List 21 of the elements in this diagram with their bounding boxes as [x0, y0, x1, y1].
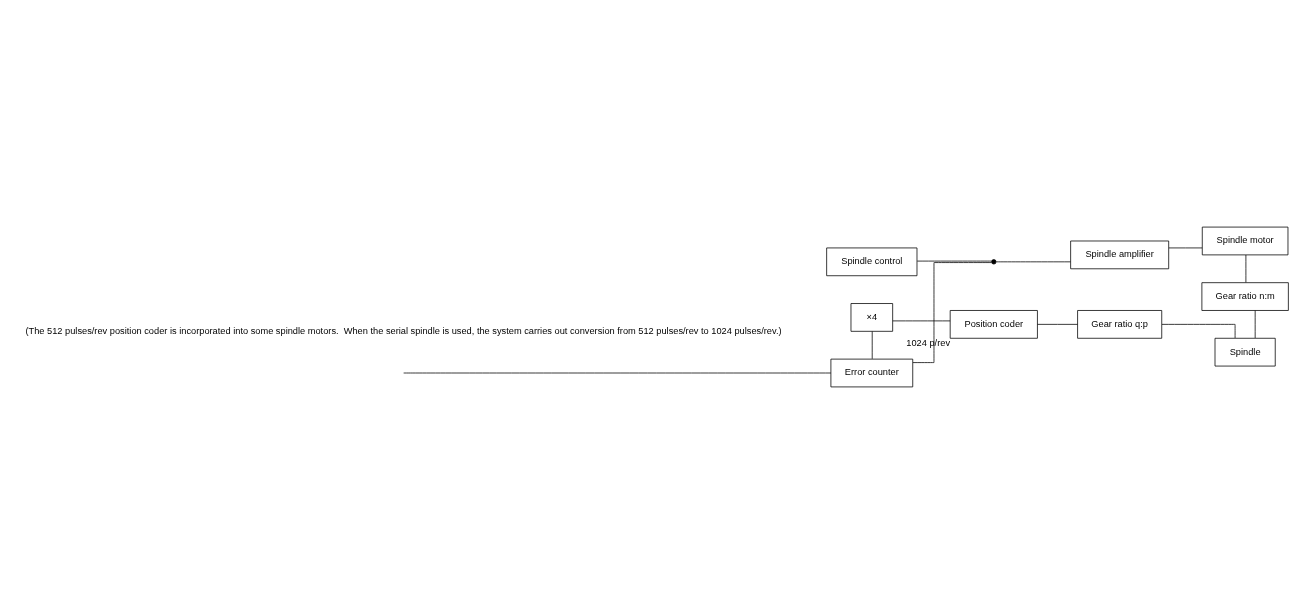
connector [871, 330, 873, 359]
node-box: Spindle [1214, 337, 1276, 366]
node-box: Spindle amplifier [1070, 240, 1170, 269]
node-box: Gear ratio q:p [1077, 309, 1163, 339]
node-box: Error counter [830, 358, 914, 387]
connector [892, 320, 951, 321]
node-box: ×4 [850, 302, 894, 332]
node-label: 1024 p/rev [906, 337, 951, 348]
connector [1037, 323, 1078, 325]
node-box: Position coder [949, 309, 1038, 339]
connector [916, 260, 993, 261]
node-box: Spindle control [826, 247, 918, 276]
connector [912, 261, 992, 363]
label: (The 512 pulses/rev position coder is incorporated into some spindle motors. When the serial spindle is used, the system carries out conversion from 512 pulses/rev to 1024 pulses/rev.) [25, 325, 782, 336]
node-box: Gear ratio n:m [1201, 281, 1289, 311]
connector [1245, 254, 1247, 283]
connector [1161, 323, 1236, 338]
connector [995, 260, 1071, 262]
node-box: Spindle motor [1201, 226, 1289, 255]
connector [1254, 309, 1256, 338]
node-switch [991, 258, 997, 264]
